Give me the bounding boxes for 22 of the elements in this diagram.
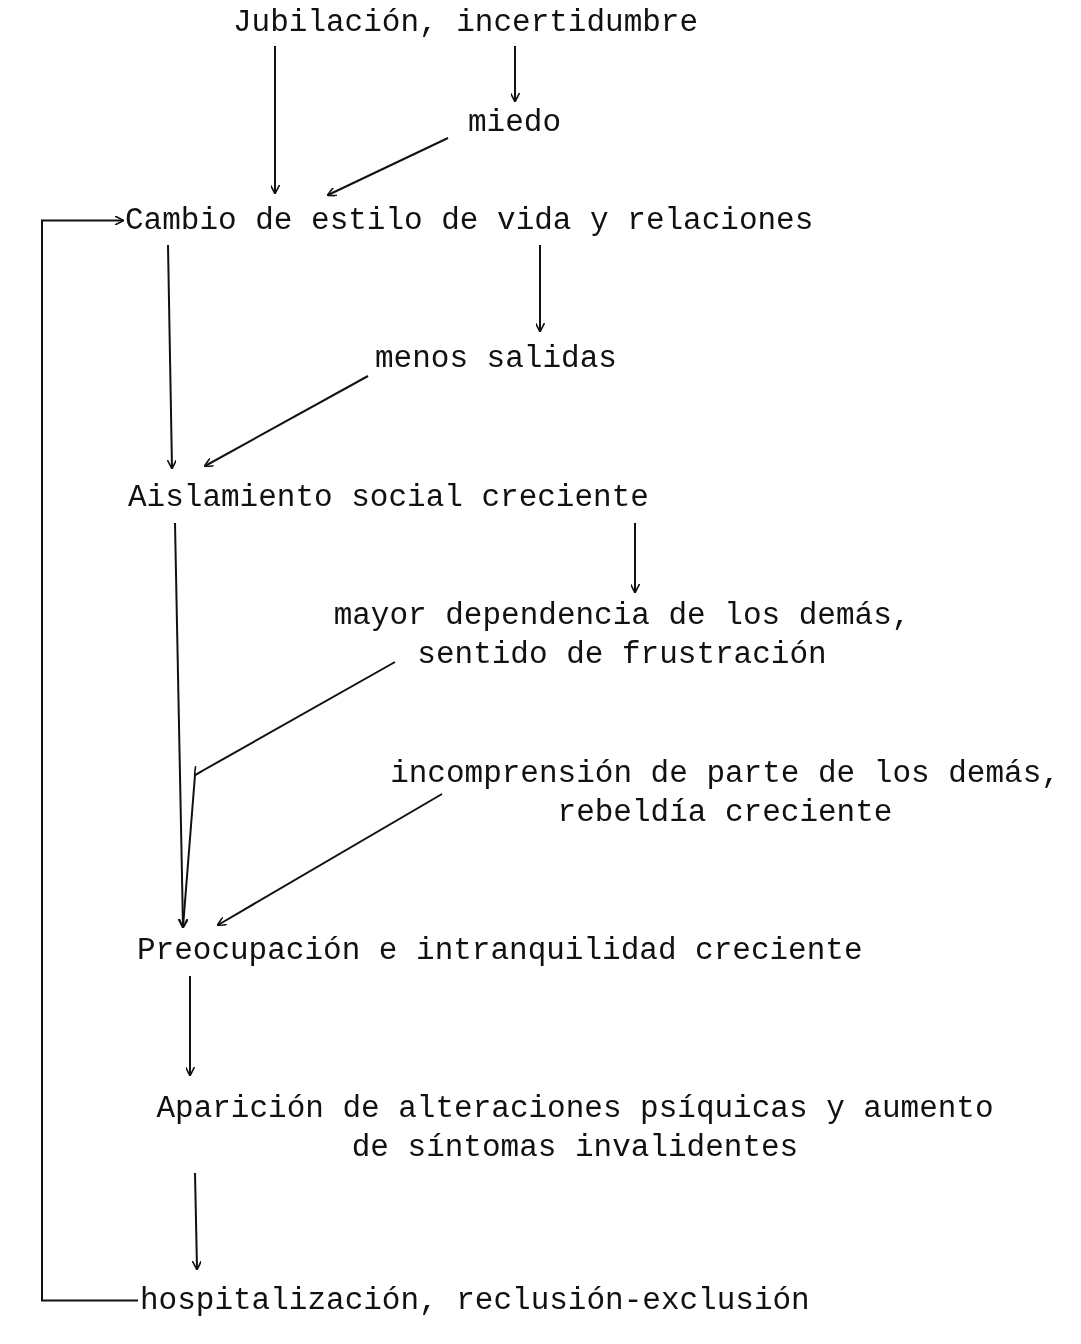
node-text: hospitalización, reclusión-exclusión: [140, 1281, 810, 1320]
node-text: Cambio de estilo de vida y relaciones: [125, 201, 814, 240]
node-text: Preocupación e intranquilidad creciente: [137, 931, 863, 970]
arrow: [534, 244, 546, 333]
arrow: [216, 793, 443, 927]
node-text: mayor dependencia de los demás, sentido de frustración: [322, 596, 922, 674]
arrow: [326, 137, 449, 197]
node-text: Jubilación, incertidumbre: [233, 3, 699, 42]
arrow: [203, 375, 369, 468]
arrow: [41, 215, 139, 1302]
arrow: [269, 45, 281, 195]
arrow: [629, 522, 641, 594]
node-text: incomprensión de parte de los demás, rebeldía creciente: [385, 754, 1065, 832]
node-text: Aislamiento social creciente: [128, 478, 649, 517]
node-text: Aparición de alteraciones psíquicas y aumento de síntomas invalidentes: [140, 1089, 1010, 1167]
arrow: [191, 1172, 203, 1271]
node-text: menos salidas: [375, 339, 617, 378]
arrow: [509, 45, 521, 103]
arrow: [166, 244, 178, 470]
node-text: miedo: [468, 103, 561, 142]
arrow: [179, 661, 396, 928]
arrow: [184, 975, 196, 1077]
